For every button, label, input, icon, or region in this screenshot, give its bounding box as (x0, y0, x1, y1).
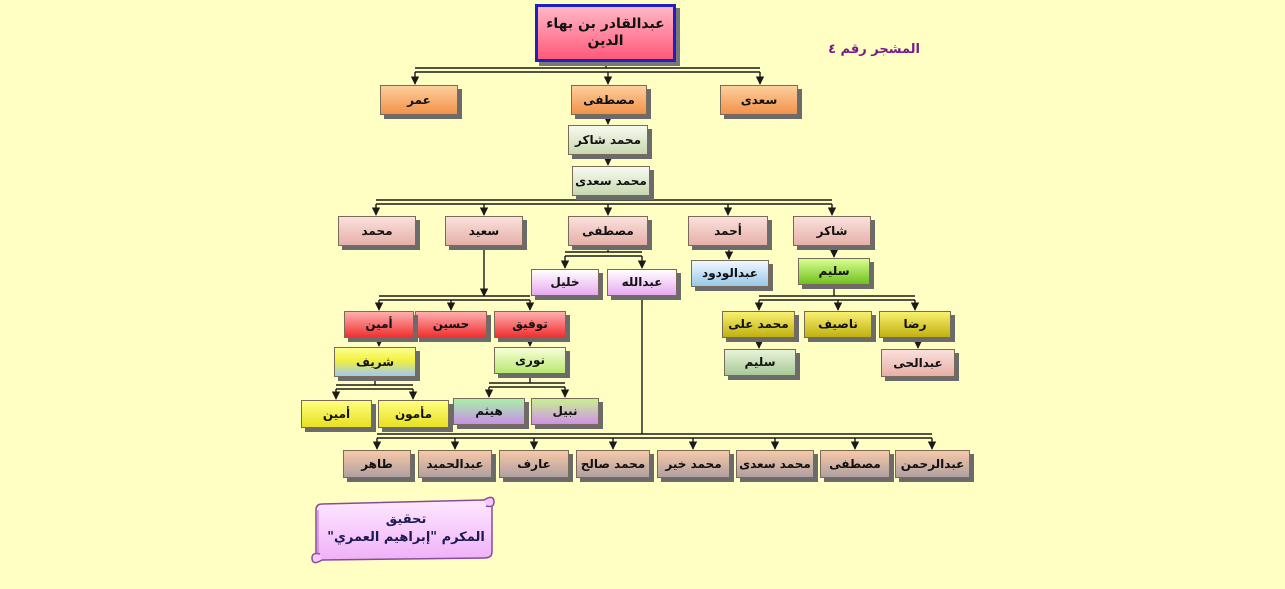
node-haytham: هيثم (453, 398, 525, 425)
diagram-number-label: المشجر رقم ٤ (828, 42, 920, 57)
credit-line-2: المكرم "إبراهيم العمري" (327, 530, 485, 545)
node-muhammad-salih: محمد صالح (576, 450, 650, 478)
scroll-shape (311, 496, 495, 564)
node-said: سعيد (445, 216, 523, 246)
node-mustafa-1: مصطفى (571, 85, 647, 115)
node-umar: عمر (380, 85, 458, 115)
node-khalil: خليل (531, 269, 599, 296)
node-saadi: سعدى (720, 85, 798, 115)
node-abdullah: عبدالله (607, 269, 677, 296)
node-mustafa-2: مصطفى (568, 216, 648, 246)
node-abdulhamid: عبدالحميد (418, 450, 492, 478)
node-nasif: ناصيف (804, 311, 872, 338)
connector-lines (331, 62, 937, 450)
node-muhammad-saadi: محمد سعدى (572, 166, 650, 196)
node-rida: رضا (879, 311, 951, 338)
node-amin-2: أمين (301, 400, 372, 428)
node-amin-1: أمين (344, 311, 414, 338)
credit-scroll-banner: تحقيق المكرم "إبراهيم العمري" (308, 492, 498, 568)
node-salim-2: سليم (724, 349, 796, 376)
node-salim-1: سليم (798, 258, 870, 285)
node-abdulqadir: عبدالقادر بن بهاء الدين (535, 4, 676, 62)
node-ahmad: أحمد (688, 216, 768, 246)
node-nabil: نبيل (531, 398, 599, 425)
node-abdulrahman: عبدالرحمن (895, 450, 970, 478)
node-mustafa-3: مصطفى (820, 450, 890, 478)
node-abdulhay: عبدالحى (881, 349, 955, 377)
node-sharif: شريف (334, 347, 416, 377)
node-muhammad-ali: محمد على (722, 311, 795, 338)
node-abdulwadud: عبدالودود (691, 260, 769, 287)
node-muhammad: محمد (338, 216, 416, 246)
node-muhammad-khayr: محمد خير (657, 450, 730, 478)
node-nuri: نورى (494, 347, 566, 374)
node-mamun: مأمون (378, 400, 449, 428)
node-muhammad-shakir: محمد شاكر (568, 125, 648, 155)
node-arif: عارف (499, 450, 569, 478)
node-tawfiq: توفيق (494, 311, 566, 338)
node-shakir: شاكر (793, 216, 871, 246)
node-tahir: طاهر (343, 450, 411, 478)
node-muhammad-saadi-2: محمد سعدى (736, 450, 814, 478)
credit-line-1: تحقيق (385, 512, 427, 528)
node-husayn: حسين (415, 311, 487, 338)
